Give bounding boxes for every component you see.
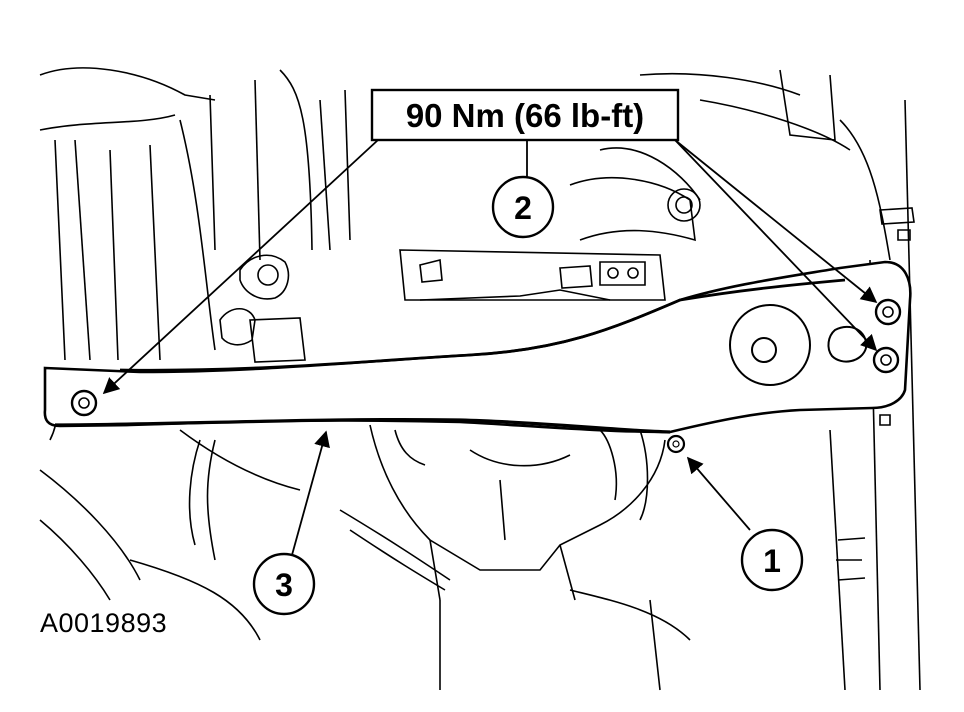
torque-spec-label: 90 Nm (66 lb-ft): [406, 97, 644, 134]
bolt-left: [70, 389, 98, 417]
crossmember: [43, 260, 912, 434]
callout-1: 1: [686, 456, 804, 592]
callout-1-number: 1: [763, 543, 781, 579]
bolt-right-upper: [874, 298, 902, 326]
callout-3: 3: [252, 430, 330, 616]
background-components: [39, 67, 921, 691]
callout-2-number: 2: [514, 190, 532, 226]
figure-id: A0019893: [40, 608, 168, 638]
callout-2: 2: [491, 175, 555, 239]
callout-3-number: 3: [275, 567, 293, 603]
torque-leader-lines: [102, 139, 878, 395]
nut-item-1: [666, 434, 686, 454]
bolt-right-lower: [872, 346, 900, 374]
torque-spec-box: 90 Nm (66 lb-ft): [370, 88, 680, 142]
